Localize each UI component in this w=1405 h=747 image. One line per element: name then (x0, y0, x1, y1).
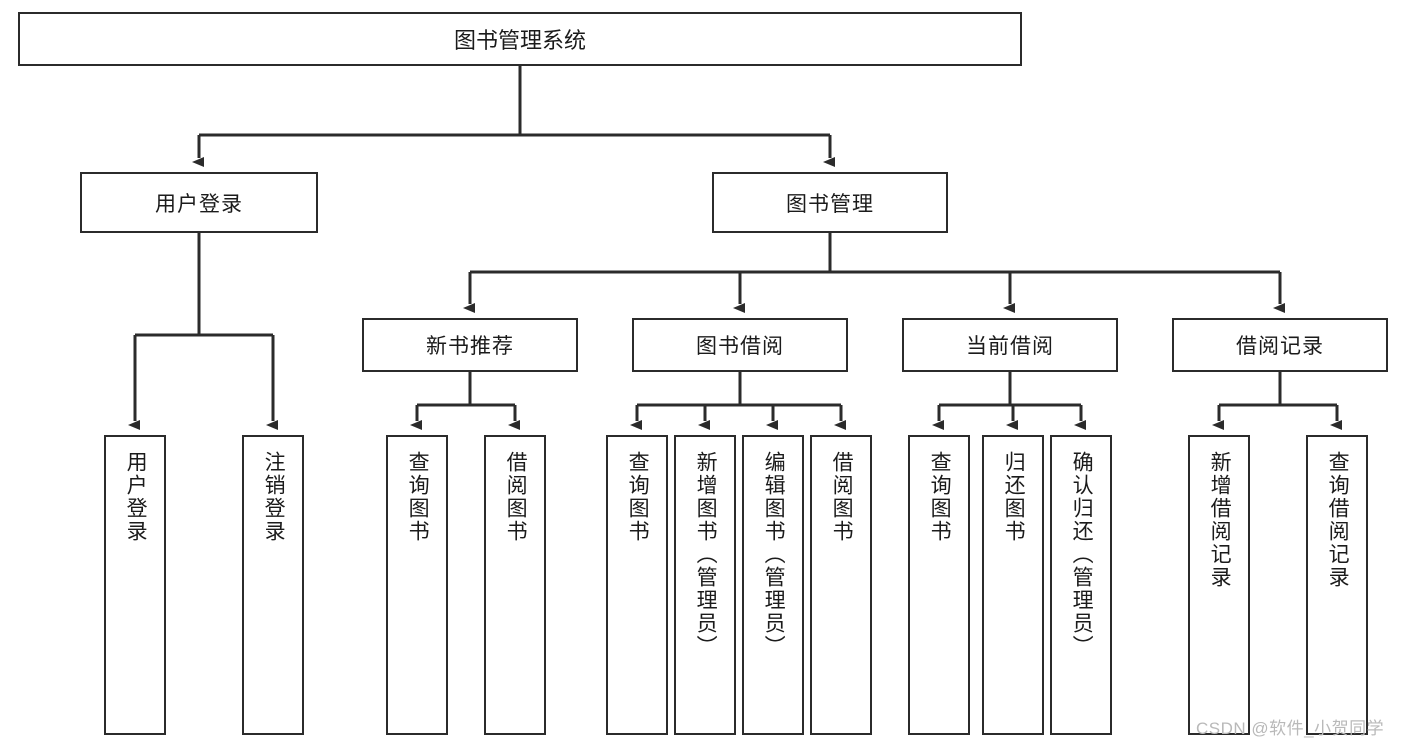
node-label: 图书借阅 (696, 335, 784, 358)
node-label: 确认归还（管理员） (1070, 451, 1094, 658)
node-leaf-5[interactable]: 新增图书（管理员） (674, 435, 736, 735)
node-label: 借阅图书 (830, 451, 854, 543)
node-label: 注销登录 (262, 451, 286, 543)
node-level2-0[interactable]: 用户登录 (80, 172, 318, 233)
node-label: 用户登录 (155, 192, 243, 216)
node-label: 借阅记录 (1236, 335, 1324, 358)
node-label: 归还图书 (1002, 451, 1026, 543)
node-label: 借阅图书 (504, 451, 528, 543)
node-leaf-0[interactable]: 用户登录 (104, 435, 166, 735)
node-level3-2[interactable]: 当前借阅 (902, 318, 1118, 372)
node-label: 新书推荐 (426, 335, 514, 358)
node-level3-3[interactable]: 借阅记录 (1172, 318, 1388, 372)
node-leaf-4[interactable]: 查询图书 (606, 435, 668, 735)
node-level2-1[interactable]: 图书管理 (712, 172, 948, 233)
node-leaf-10[interactable]: 确认归还（管理员） (1050, 435, 1112, 735)
node-leaf-6[interactable]: 编辑图书（管理员） (742, 435, 804, 735)
node-label: 查询图书 (626, 451, 650, 543)
node-leaf-1[interactable]: 注销登录 (242, 435, 304, 735)
node-label: 查询图书 (406, 451, 430, 543)
node-leaf-3[interactable]: 借阅图书 (484, 435, 546, 735)
node-leaf-9[interactable]: 归还图书 (982, 435, 1044, 735)
node-label: 当前借阅 (966, 335, 1054, 358)
node-label: 查询借阅记录 (1326, 451, 1350, 589)
node-leaf-12[interactable]: 查询借阅记录 (1306, 435, 1368, 735)
node-label: 查询图书 (928, 451, 952, 543)
node-label: 图书管理 (786, 192, 874, 216)
node-label: 用户登录 (124, 451, 148, 543)
node-level3-1[interactable]: 图书借阅 (632, 318, 848, 372)
node-root-图书管理系统[interactable]: 图书管理系统 (18, 12, 1022, 66)
node-leaf-2[interactable]: 查询图书 (386, 435, 448, 735)
watermark-text: CSDN @软件_小贺同学 (1196, 719, 1385, 738)
node-label: 新增图书（管理员） (694, 451, 718, 658)
node-label: 编辑图书（管理员） (762, 451, 786, 658)
node-leaf-7[interactable]: 借阅图书 (810, 435, 872, 735)
node-leaf-11[interactable]: 新增借阅记录 (1188, 435, 1250, 735)
node-label: 新增借阅记录 (1208, 451, 1232, 589)
node-leaf-8[interactable]: 查询图书 (908, 435, 970, 735)
node-level3-0[interactable]: 新书推荐 (362, 318, 578, 372)
node-label: 图书管理系统 (453, 28, 586, 53)
